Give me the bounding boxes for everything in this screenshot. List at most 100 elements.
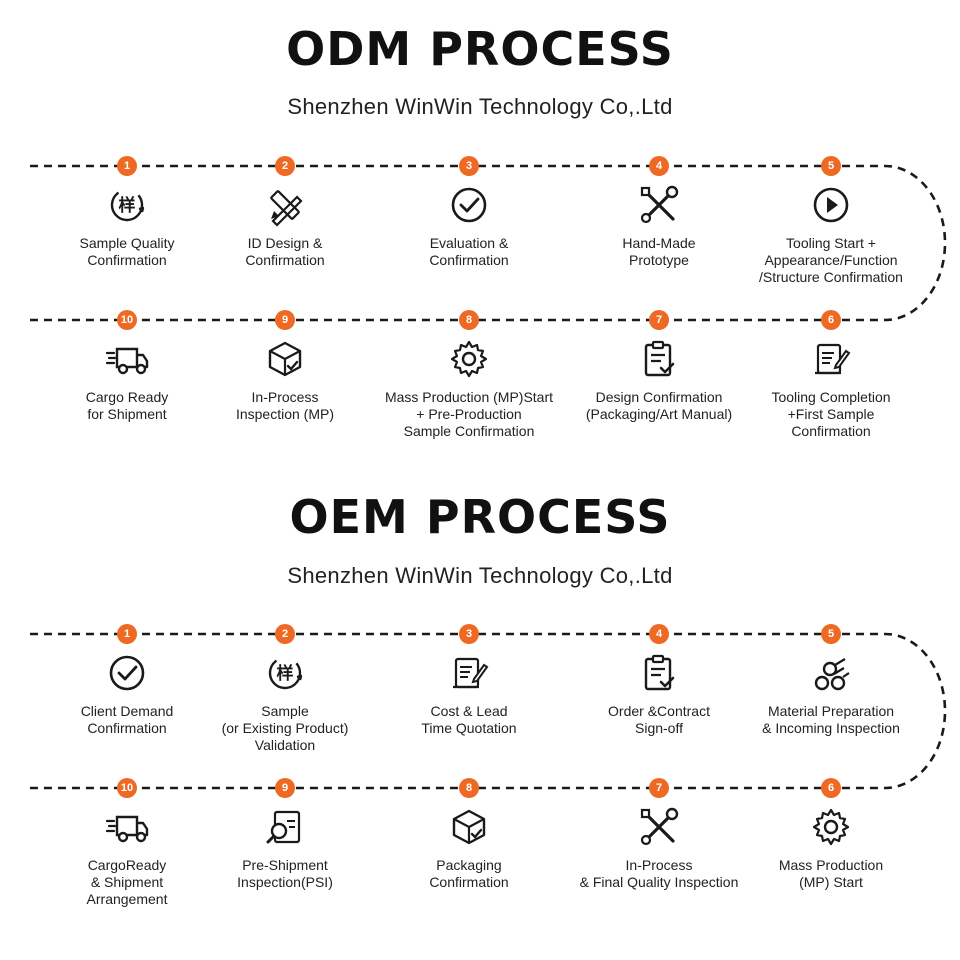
inspection-magnifier-icon	[263, 805, 307, 849]
step-label-line: Order &Contract	[608, 703, 710, 719]
step-label-line: & Incoming Inspection	[762, 720, 900, 736]
truck-icon	[105, 805, 149, 849]
step-label-line: Cargo Ready	[85, 389, 169, 405]
step-label-line: Sample	[261, 703, 309, 719]
step-number-badge: 7	[649, 778, 669, 798]
step-label-line: Material Preparation	[767, 703, 895, 719]
step-number-badge: 4	[649, 624, 669, 644]
tools-icon	[637, 183, 681, 227]
tools-icon	[637, 805, 681, 849]
step-number-badge: 8	[459, 778, 479, 798]
step-label: Design Confirmation(Packaging/Art Manual…	[564, 389, 754, 423]
gear-icon	[447, 337, 491, 381]
step-label-line: (Packaging/Art Manual)	[585, 406, 733, 422]
step-label: ID Design &Confirmation	[190, 235, 380, 269]
step-number-badge: 5	[821, 156, 841, 176]
scroll-pen-icon	[447, 651, 491, 695]
clipboard-icon	[637, 337, 681, 381]
step-label-line: Evaluation &	[429, 235, 509, 251]
step-label-line: (MP) Start	[799, 874, 863, 890]
svg-text:样: 样	[277, 663, 294, 684]
scroll-pen-icon	[809, 337, 853, 381]
step-number-badge: 3	[459, 624, 479, 644]
step-label-line: Mass Production	[778, 857, 884, 873]
play-icon	[809, 183, 853, 227]
step-label-line: Design Confirmation	[595, 389, 723, 405]
step-label-line: Appearance/Function	[764, 252, 898, 268]
step-number-badge: 10	[117, 778, 137, 798]
step-label: Mass Production(MP) Start	[736, 857, 926, 891]
step-label-line: In-Process	[251, 389, 319, 405]
step-label: Tooling Start +Appearance/Function/Struc…	[736, 235, 926, 286]
box-check-icon	[263, 337, 307, 381]
truck-icon	[105, 337, 149, 381]
oem-title: OEM PROCESS	[289, 490, 671, 544]
step-number-badge: 5	[821, 624, 841, 644]
step-label-line: In-Process	[625, 857, 693, 873]
step-number-badge: 9	[275, 310, 295, 330]
clipboard-icon	[637, 651, 681, 695]
step-label-line: (or Existing Product)	[221, 720, 349, 736]
step-label-line: Tooling Start +	[786, 235, 876, 251]
step-label-line: Mass Production (MP)Start	[384, 389, 554, 405]
step-label-line: Confirmation	[87, 720, 167, 736]
step-label-line: Prototype	[629, 252, 689, 268]
step-label-line: Tooling Completion	[771, 389, 891, 405]
step-label-line: Confirmation	[791, 423, 871, 439]
sample-icon: 样	[105, 183, 149, 227]
step-label-line: Sign-off	[635, 720, 683, 736]
step-label-line: CargoReady	[87, 857, 167, 873]
step-number-badge: 4	[649, 156, 669, 176]
step-label-line: Cost & Lead	[430, 703, 508, 719]
box-check-icon	[447, 805, 491, 849]
step-number-badge: 10	[117, 310, 137, 330]
step-label-line: Sample Quality	[79, 235, 175, 251]
step-label-line: Pre-Shipment	[242, 857, 328, 873]
step-label: Sample(or Existing Product)Validation	[190, 703, 380, 754]
odm-subtitle: Shenzhen WinWin Technology Co,.Ltd	[287, 94, 673, 119]
step-label-line: & Final Quality Inspection	[579, 874, 739, 890]
step-label-line: /Structure Confirmation	[759, 269, 903, 285]
step-label: Mass Production (MP)Start+ Pre-Productio…	[374, 389, 564, 440]
step-label: Material Preparation& Incoming Inspectio…	[736, 703, 926, 737]
step-number-badge: 7	[649, 310, 669, 330]
step-number-badge: 8	[459, 310, 479, 330]
step-label: Evaluation &Confirmation	[374, 235, 564, 269]
material-logs-icon	[809, 651, 853, 695]
check-circle-icon	[105, 651, 149, 695]
step-label-line: +First Sample	[787, 406, 875, 422]
step-label-line: Confirmation	[245, 252, 325, 268]
step-label-line: Arrangement	[86, 891, 168, 907]
step-label-line: Confirmation	[429, 874, 509, 890]
step-number-badge: 3	[459, 156, 479, 176]
step-label-line: & Shipment	[90, 874, 164, 890]
step-label-line: Confirmation	[429, 252, 509, 268]
step-label-line: Sample Confirmation	[403, 423, 535, 439]
step-label-line: Confirmation	[87, 252, 167, 268]
sample-icon: 样	[263, 651, 307, 695]
step-label-line: Packaging	[436, 857, 502, 873]
step-number-badge: 9	[275, 778, 295, 798]
step-label-line: Time Quotation	[421, 720, 517, 736]
step-label-line: Hand-Made	[622, 235, 696, 251]
step-number-badge: 1	[117, 624, 137, 644]
step-number-badge: 6	[821, 778, 841, 798]
step-label-line: ID Design &	[247, 235, 323, 251]
design-pencil-ruler-icon	[263, 183, 307, 227]
step-label-line: for Shipment	[87, 406, 167, 422]
step-number-badge: 6	[821, 310, 841, 330]
svg-text:样: 样	[119, 195, 136, 216]
step-label-line: Inspection(PSI)	[237, 874, 333, 890]
step-label: In-Process& Final Quality Inspection	[564, 857, 754, 891]
